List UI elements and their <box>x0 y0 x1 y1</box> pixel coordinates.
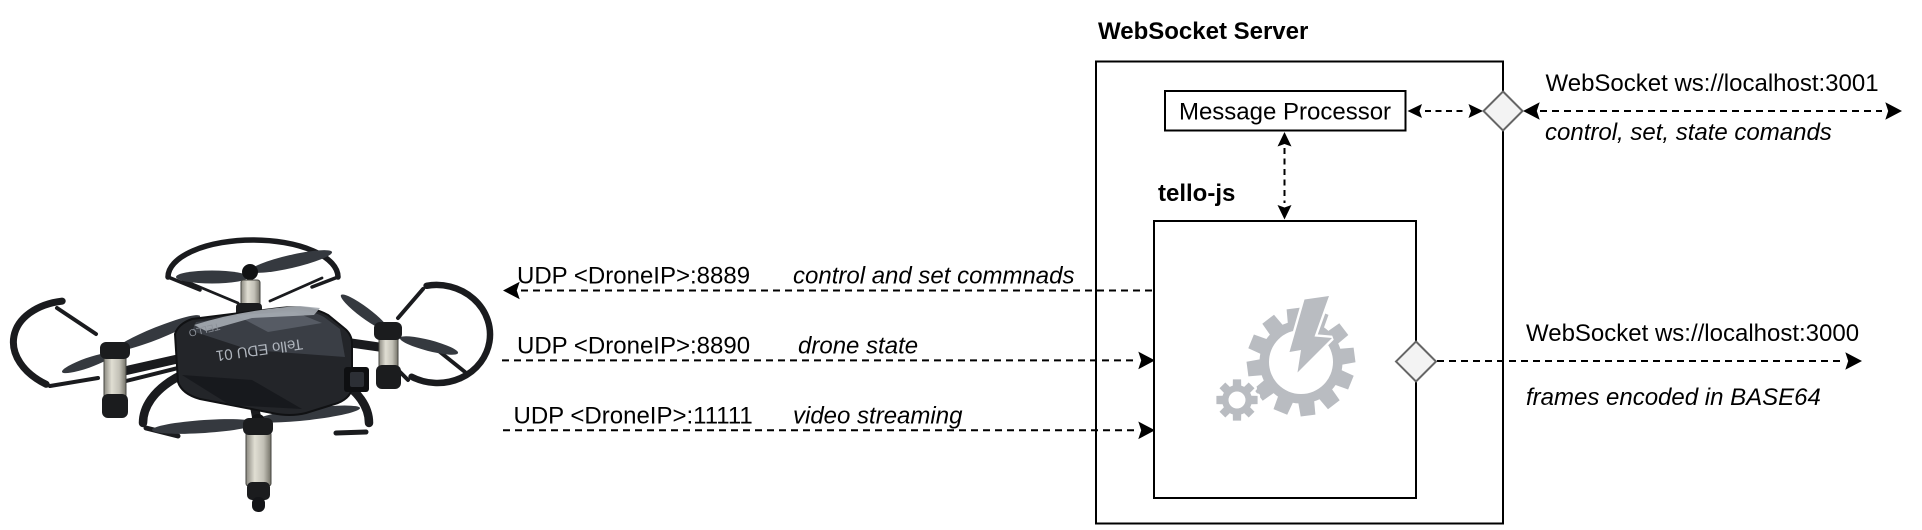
svg-text:WebSocket ws://localhost:3001: WebSocket ws://localhost:3001 <box>1546 70 1879 97</box>
svg-text:drone state: drone state <box>798 333 918 360</box>
svg-text:UDP <DroneIP>:8889: UDP <DroneIP>:8889 <box>517 263 750 290</box>
svg-text:control and set commnads: control and set commnads <box>793 263 1074 290</box>
svg-text:UDP <DroneIP>:11111: UDP <DroneIP>:11111 <box>514 403 753 430</box>
svg-text:control, set, state comands: control, set, state comands <box>1545 119 1832 146</box>
svg-text:frames encoded in BASE64: frames encoded in BASE64 <box>1526 384 1821 411</box>
svg-text:WebSocket ws://localhost:3000: WebSocket ws://localhost:3000 <box>1526 320 1859 347</box>
svg-text:WebSocket Server: WebSocket Server <box>1098 18 1308 45</box>
svg-text:tello-js: tello-js <box>1158 180 1235 207</box>
svg-text:Message Processor: Message Processor <box>1179 98 1391 125</box>
svg-text:UDP <DroneIP>:8890: UDP <DroneIP>:8890 <box>517 333 750 360</box>
svg-text:video streaming: video streaming <box>793 403 963 430</box>
